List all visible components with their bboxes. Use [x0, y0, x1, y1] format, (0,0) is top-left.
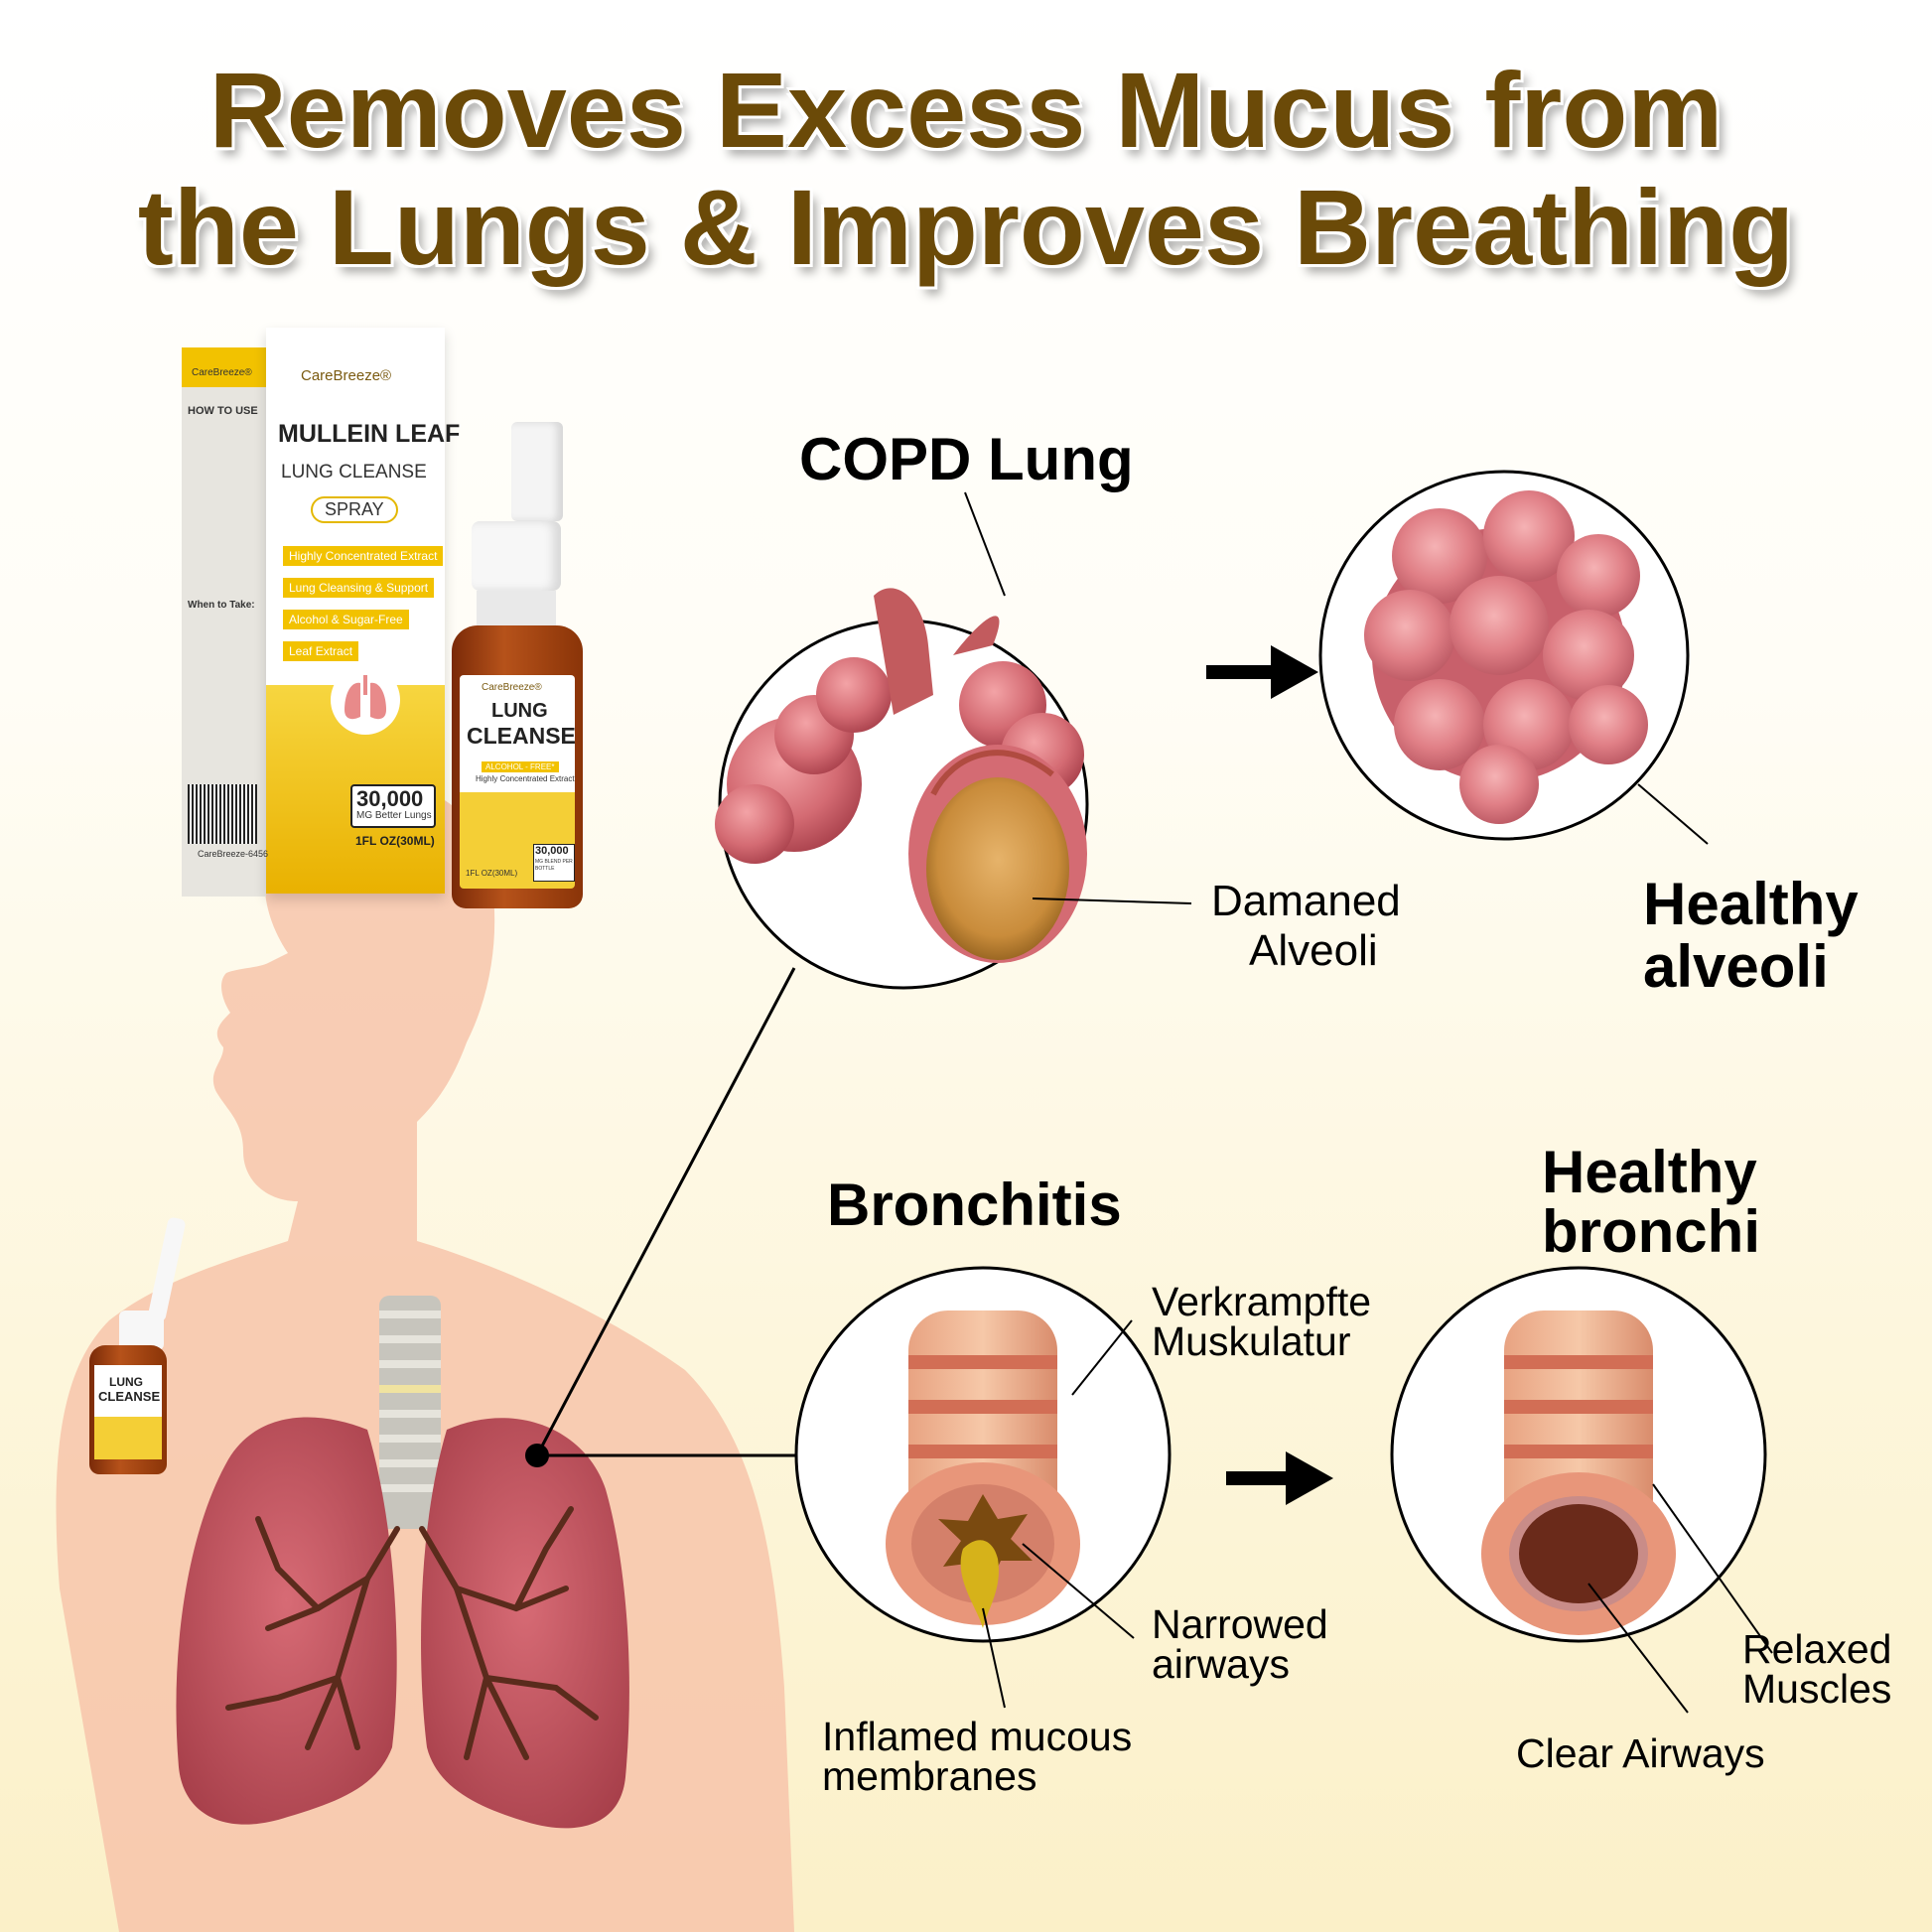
bottle-tag: ALCOHOL - FREE*	[482, 761, 559, 772]
bottle-volume: 1FL OZ(30ML)	[466, 869, 518, 878]
bottle-dose-badge: 30,000 MG BLEND PER BOTTLE	[533, 844, 575, 882]
bronchitis-circle	[794, 1266, 1172, 1709]
healthy-bronchi-title-2: bronchi	[1542, 1198, 1760, 1265]
damaged-alveoli-label-2: Alveoli	[1249, 926, 1378, 975]
bottle-neck	[477, 591, 556, 630]
damaged-alveoli-label-1: Damaned	[1211, 877, 1401, 925]
muscle-label-1: Verkrampfte	[1152, 1279, 1372, 1324]
small-bottle-line-1: LUNG	[109, 1375, 143, 1389]
box-side-heading: HOW TO USE	[188, 405, 258, 417]
product-box-barcode	[188, 784, 257, 844]
bottle-title-1: LUNG	[491, 700, 548, 722]
small-bottle-actuator	[119, 1311, 164, 1350]
box-side-when: When to Take:	[188, 600, 255, 611]
box-dose: 30,000	[356, 786, 424, 811]
lungs	[176, 1417, 629, 1829]
bottle-dose-note: MG BLEND PER BOTTLE	[535, 859, 573, 872]
headline-line-2: the Lungs & Improves Breathing	[137, 167, 1795, 287]
relaxed-label-2: Muscles	[1742, 1666, 1892, 1712]
narrowed-label-1: Narrowed	[1152, 1601, 1328, 1647]
bottle-nozzle	[511, 422, 563, 521]
bottle-dose: 30,000	[535, 845, 569, 857]
bottle-note: Highly Concentrated Extract	[476, 774, 575, 783]
bottle-actuator	[472, 521, 561, 591]
muscle-label-2: Muskulatur	[1152, 1318, 1351, 1364]
arrow-copd	[1206, 645, 1318, 699]
inflamed-label-2: membranes	[822, 1753, 1037, 1799]
clear-airways-label: Clear Airways	[1516, 1730, 1765, 1776]
small-bottle-line-2: CLEANSE	[98, 1389, 161, 1404]
box-subtitle: LUNG CLEANSE	[281, 462, 427, 483]
box-feature-4: Leaf Extract	[283, 641, 359, 661]
box-title: MULLEIN LEAF	[278, 420, 461, 448]
box-type: SPRAY	[311, 496, 398, 523]
box-dose-note: MG Better Lungs	[356, 810, 432, 821]
small-bottle-label	[94, 1365, 162, 1459]
healthy-alveoli-label-2: alveoli	[1643, 933, 1829, 1000]
healthy-alveoli-circle	[1318, 470, 1709, 845]
healthy-bronchi-circle	[1390, 1266, 1773, 1714]
relaxed-label-1: Relaxed	[1742, 1626, 1892, 1672]
trachea	[379, 1296, 441, 1529]
arrow-bronchi	[1226, 1451, 1333, 1505]
box-dose-badge: 30,000 MG Better Lungs	[350, 784, 436, 828]
box-feature-3: Alcohol & Sugar-Free	[283, 610, 409, 629]
bottle-title-2: CLEANSE	[467, 723, 576, 749]
narrowed-label-2: airways	[1152, 1641, 1290, 1687]
bottle-brand: CareBreeze®	[482, 682, 542, 693]
bronchitis-title: Bronchitis	[827, 1172, 1122, 1238]
healthy-bronchi-title-1: Healthy	[1542, 1139, 1757, 1205]
small-spray-bottle: LUNG CLEANSE	[89, 1216, 187, 1494]
healthy-alveoli-label-1: Healthy	[1643, 871, 1859, 937]
inflamed-label-1: Inflamed mucous	[822, 1714, 1133, 1759]
product-box-side-top	[182, 347, 266, 387]
box-code: CareBreeze-6456	[198, 849, 269, 859]
product-box: CareBreeze® HOW TO USE When to Take: Car…	[182, 328, 460, 897]
box-side-brand: CareBreeze®	[192, 367, 252, 378]
box-feature-2: Lung Cleansing & Support	[283, 578, 435, 598]
box-volume: 1FL OZ(30ML)	[355, 834, 435, 848]
copd-lung-circle	[715, 588, 1089, 990]
box-lungs-icon	[331, 665, 400, 735]
box-brand: CareBreeze®	[301, 367, 392, 384]
headline-line-1: Removes Excess Mucus from	[208, 50, 1724, 170]
copd-title: COPD Lung	[799, 426, 1134, 492]
spray-bottle: CareBreeze® LUNG CLEANSE ALCOHOL - FREE*…	[452, 422, 591, 913]
box-feature-1: Highly Concentrated Extract	[283, 546, 444, 566]
